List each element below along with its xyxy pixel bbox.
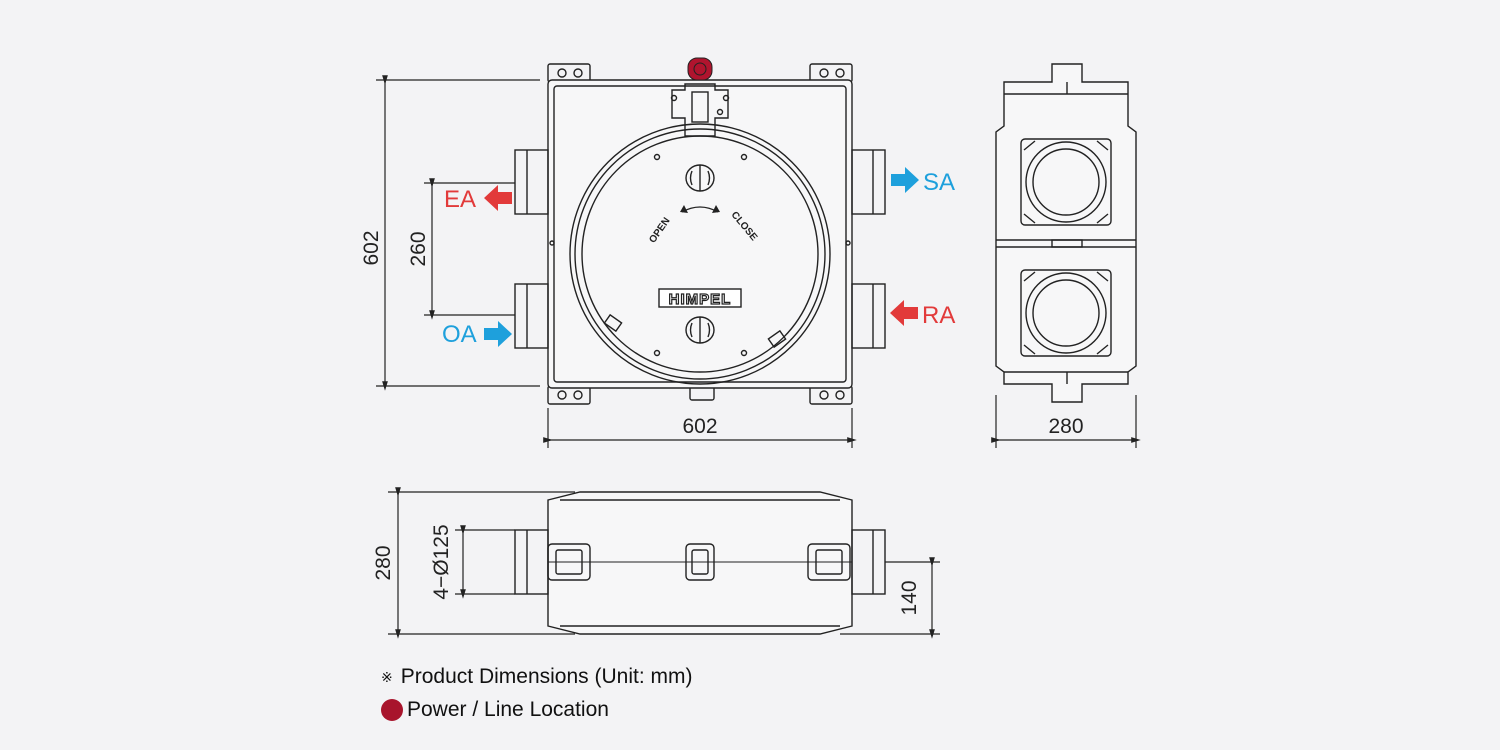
svg-text:HIMPEL: HIMPEL: [669, 291, 732, 308]
bottom-knob-icon: [685, 316, 715, 344]
ra-arrow-icon: [890, 300, 918, 326]
bottom-height-dimension: [388, 487, 575, 639]
oa-arrow-icon: [484, 321, 512, 347]
ea-port: EA: [444, 185, 512, 213]
dimensions-note: ※ Product Dimensions (Unit: mm): [381, 665, 692, 689]
oa-port: OA: [442, 321, 512, 348]
sa-port: SA: [891, 167, 955, 196]
front-height-value: 602: [360, 230, 383, 265]
bottom-view: [514, 491, 886, 635]
port-spacing-dimension: [424, 178, 515, 320]
sa-arrow-icon: [891, 167, 919, 193]
front-height-dimension: [376, 75, 540, 391]
top-knob-icon: [685, 164, 715, 192]
bottom-height-value: 280: [372, 545, 395, 580]
front-width-dimension: [543, 408, 857, 448]
svg-text:OA: OA: [442, 321, 477, 348]
svg-text:RA: RA: [922, 302, 955, 329]
side-depth-value: 280: [1048, 415, 1083, 438]
port-spacing-value: 260: [407, 231, 430, 266]
svg-text:EA: EA: [444, 186, 476, 213]
ea-arrow-icon: [484, 185, 512, 211]
duct-center-value: 140: [898, 580, 921, 615]
front-width-value: 602: [682, 415, 717, 438]
duct-diameter-dimension: [455, 525, 515, 599]
note-mark-icon: ※: [381, 668, 393, 685]
side-depth-dimension: [991, 395, 1141, 448]
svg-text:SA: SA: [923, 169, 955, 196]
front-view: [514, 63, 886, 405]
duct-diameter-value: 4−Ø125: [430, 524, 453, 599]
power-dot-icon: [381, 699, 403, 721]
power-line-marker: [687, 57, 713, 81]
side-view: [995, 63, 1137, 403]
power-legend-text: Power / Line Location: [407, 698, 609, 721]
duct-center-dimension: [840, 557, 940, 639]
brand-logo: HIMPEL: [658, 288, 742, 309]
power-legend: Power / Line Location: [381, 698, 609, 722]
dimensions-note-text: Product Dimensions (Unit: mm): [400, 665, 693, 688]
ra-port: RA: [890, 300, 955, 329]
